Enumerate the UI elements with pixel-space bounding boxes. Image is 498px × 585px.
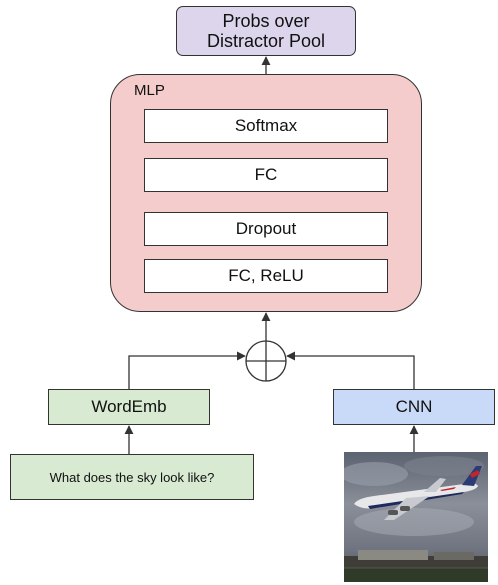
mlp-title: MLP <box>134 82 165 99</box>
airplane-photo <box>344 452 488 582</box>
arrow-wordemb-to-sum <box>128 351 246 389</box>
question-box: What does the sky look like? <box>10 454 254 500</box>
layer-dropout: Dropout <box>144 212 388 246</box>
output-box: Probs over Distractor Pool <box>176 6 356 56</box>
output-label-line1: Probs over <box>222 11 310 31</box>
layer-fc: FC <box>144 158 388 192</box>
layer-softmax: Softmax <box>144 109 388 143</box>
wordemb-box: WordEmb <box>48 389 210 425</box>
cnn-box: CNN <box>333 389 495 425</box>
layer-fc-relu: FC, ReLU <box>144 259 388 293</box>
arrow-cnn-to-sum <box>286 351 415 389</box>
output-label-line2: Distractor Pool <box>206 31 326 51</box>
